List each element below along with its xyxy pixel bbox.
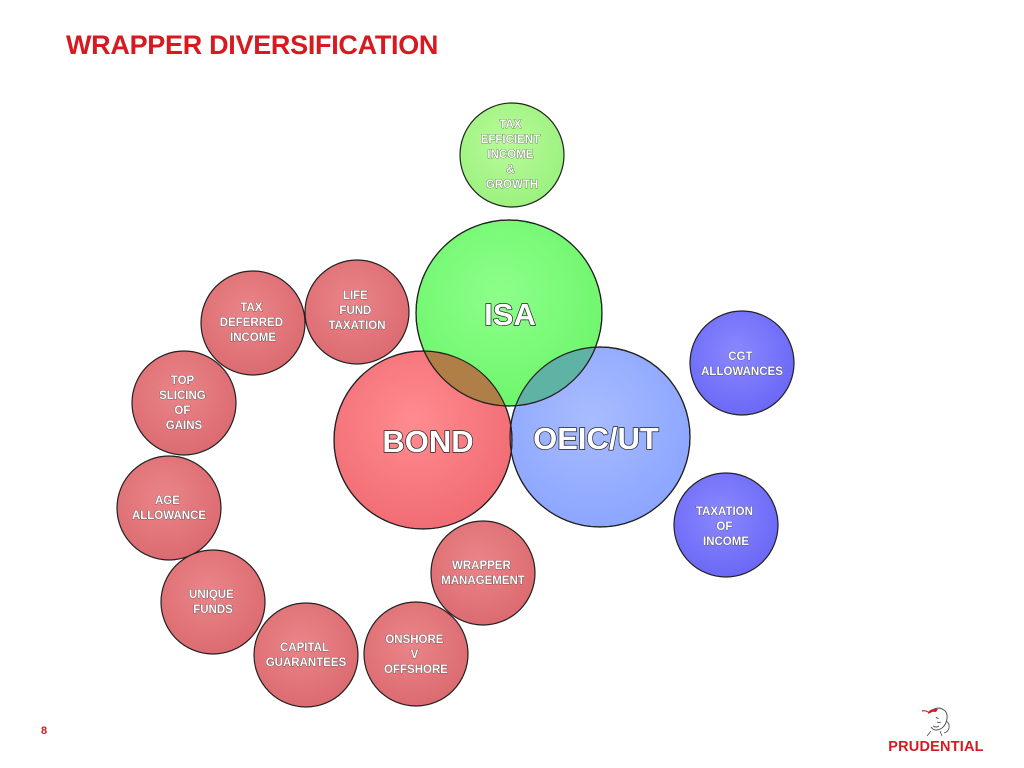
benefit-label-onshore-offshore: ONSHORE V OFFSHORE — [384, 634, 448, 676]
benefit-line: DEFERRED — [220, 317, 283, 329]
benefit-line: EFFICIENT — [481, 134, 540, 146]
benefit-line: OFFSHORE — [384, 664, 448, 676]
benefit-label-life-fund-taxation: LIFE FUND TAXATION — [328, 290, 385, 332]
benefit-circle-taxation-of-income — [673, 472, 779, 578]
benefit-label-wrapper-management: WRAPPER MANAGEMENT — [441, 560, 525, 587]
benefit-line: AGE — [155, 495, 180, 507]
logo-text: PRUDENTIAL — [888, 739, 984, 755]
oeic-label: OEIC/UT — [533, 421, 659, 456]
benefit-line: CGT — [728, 351, 752, 363]
benefit-line: ONSHORE — [385, 634, 443, 646]
benefit-label-tax-efficient: TAX EFFICIENT INCOME & GROWTH — [481, 119, 544, 191]
benefit-line: CAPITAL — [280, 642, 329, 654]
prudential-logo: PRUDENTIAL — [880, 703, 992, 755]
benefit-line: TAX — [240, 302, 262, 314]
prudence-head-icon — [921, 707, 950, 737]
benefit-circle-capital-guarantees — [253, 602, 359, 708]
benefit-line: TAXATION — [696, 506, 753, 518]
isa-bond-overlap — [416, 351, 512, 406]
benefit-circle-cgt-allowances — [689, 310, 795, 416]
isa-label: ISA — [484, 297, 536, 332]
benefit-line: V — [411, 649, 419, 661]
benefit-label-age-allowance: AGE ALLOWANCE — [132, 495, 206, 522]
benefit-label-top-slicing: TOP SLICING OF GAINS — [159, 375, 209, 432]
benefit-circle-life-fund-taxation — [304, 259, 410, 365]
benefit-line: WRAPPER — [452, 560, 511, 572]
benefit-line: SLICING — [159, 390, 206, 402]
main-circles — [333, 219, 691, 530]
benefit-circle-onshore-offshore — [363, 601, 469, 707]
benefit-line: & — [506, 164, 514, 176]
benefit-line: UNIQUE — [189, 589, 234, 601]
main-labels: ISA BOND OEIC/UT — [382, 296, 660, 459]
benefit-line: INCOME — [487, 149, 533, 161]
benefit-circle-top-slicing — [131, 350, 237, 456]
benefit-line: LIFE — [343, 290, 368, 302]
benefit-line: FUND — [339, 305, 371, 317]
benefit-line: INCOME — [230, 332, 276, 344]
benefit-line: OF — [174, 405, 190, 417]
benefit-line: INCOME — [703, 536, 749, 548]
benefit-labels: TAX EFFICIENT INCOME & GROWTH LIFE FUND … — [132, 119, 784, 677]
page-number: 8 — [41, 725, 48, 737]
slide-title: WRAPPER DIVERSIFICATION — [66, 30, 439, 60]
benefit-circle-age-allowance — [116, 455, 222, 561]
isa-oeic-overlap — [510, 347, 602, 406]
benefit-line: TAX — [499, 119, 521, 131]
benefit-circles — [116, 102, 795, 708]
benefit-circle-tax-efficient — [459, 102, 565, 208]
benefit-label-cgt-allowances: CGT ALLOWANCES — [701, 351, 783, 378]
benefit-circle-wrapper-management — [430, 520, 536, 626]
benefit-circle-unique-funds — [160, 549, 266, 655]
benefit-line: FUNDS — [193, 604, 233, 616]
benefit-line: MANAGEMENT — [441, 575, 525, 587]
benefit-line: ALLOWANCES — [701, 366, 783, 378]
benefit-line: TOP — [171, 375, 195, 387]
benefit-line: TAXATION — [328, 320, 385, 332]
benefit-line: OF — [716, 521, 732, 533]
benefit-line: GAINS — [166, 420, 203, 432]
benefit-line: GUARANTEES — [266, 657, 347, 669]
benefit-circle-tax-deferred-income — [200, 270, 306, 376]
benefit-label-capital-guarantees: CAPITAL GUARANTEES — [266, 642, 347, 669]
benefit-label-unique-funds: UNIQUE FUNDS — [189, 589, 237, 616]
benefit-line: GROWTH — [486, 179, 538, 191]
bond-label: BOND — [382, 424, 473, 459]
benefit-label-tax-deferred-income: TAX DEFERRED INCOME — [220, 302, 286, 344]
benefit-line: ALLOWANCE — [132, 510, 206, 522]
benefit-label-taxation-of-income: TAXATION OF INCOME — [696, 506, 756, 548]
